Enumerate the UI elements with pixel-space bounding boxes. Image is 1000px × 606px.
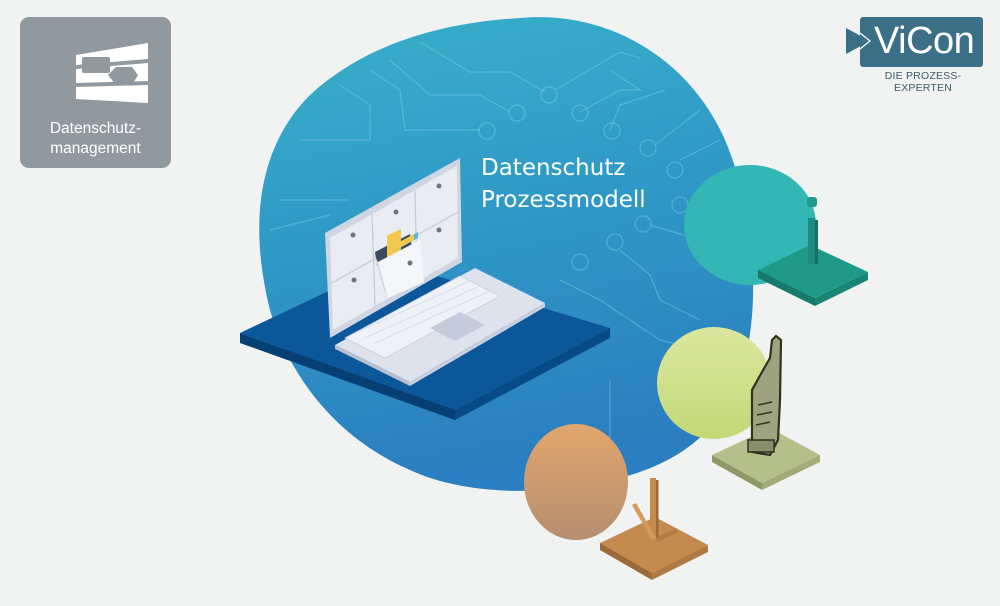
check-icon: [600, 478, 708, 580]
play-arrow-icon: [846, 28, 871, 54]
check-marker-blob: [524, 424, 628, 540]
module-label-line1: Datenschutz-: [49, 120, 142, 137]
hero-title-line2: Prozessmodell: [481, 187, 646, 213]
pointing-hand-icon: [712, 334, 820, 490]
brand-tagline: DIE PROZESS-EXPERTEN: [884, 70, 962, 94]
module-tile[interactable]: Datenschutz- management: [20, 17, 171, 168]
laptop-icon: [325, 158, 545, 386]
module-tile-label: Datenschutz- management: [20, 119, 171, 159]
info-marker-blob: [684, 165, 816, 285]
hero-title: Datenschutz Prozessmodell: [481, 152, 646, 216]
info-i-icon: [758, 197, 868, 306]
hero-title-line1: Datenschutz: [481, 155, 626, 181]
data-protection-module-icon: [76, 43, 148, 103]
circuit-pattern: [269, 41, 721, 460]
brand-name: ViCon: [874, 20, 975, 62]
finger-marker-blob: [657, 327, 771, 439]
brand-logo[interactable]: ViCon: [860, 17, 983, 67]
module-label-line2: management: [50, 140, 141, 157]
